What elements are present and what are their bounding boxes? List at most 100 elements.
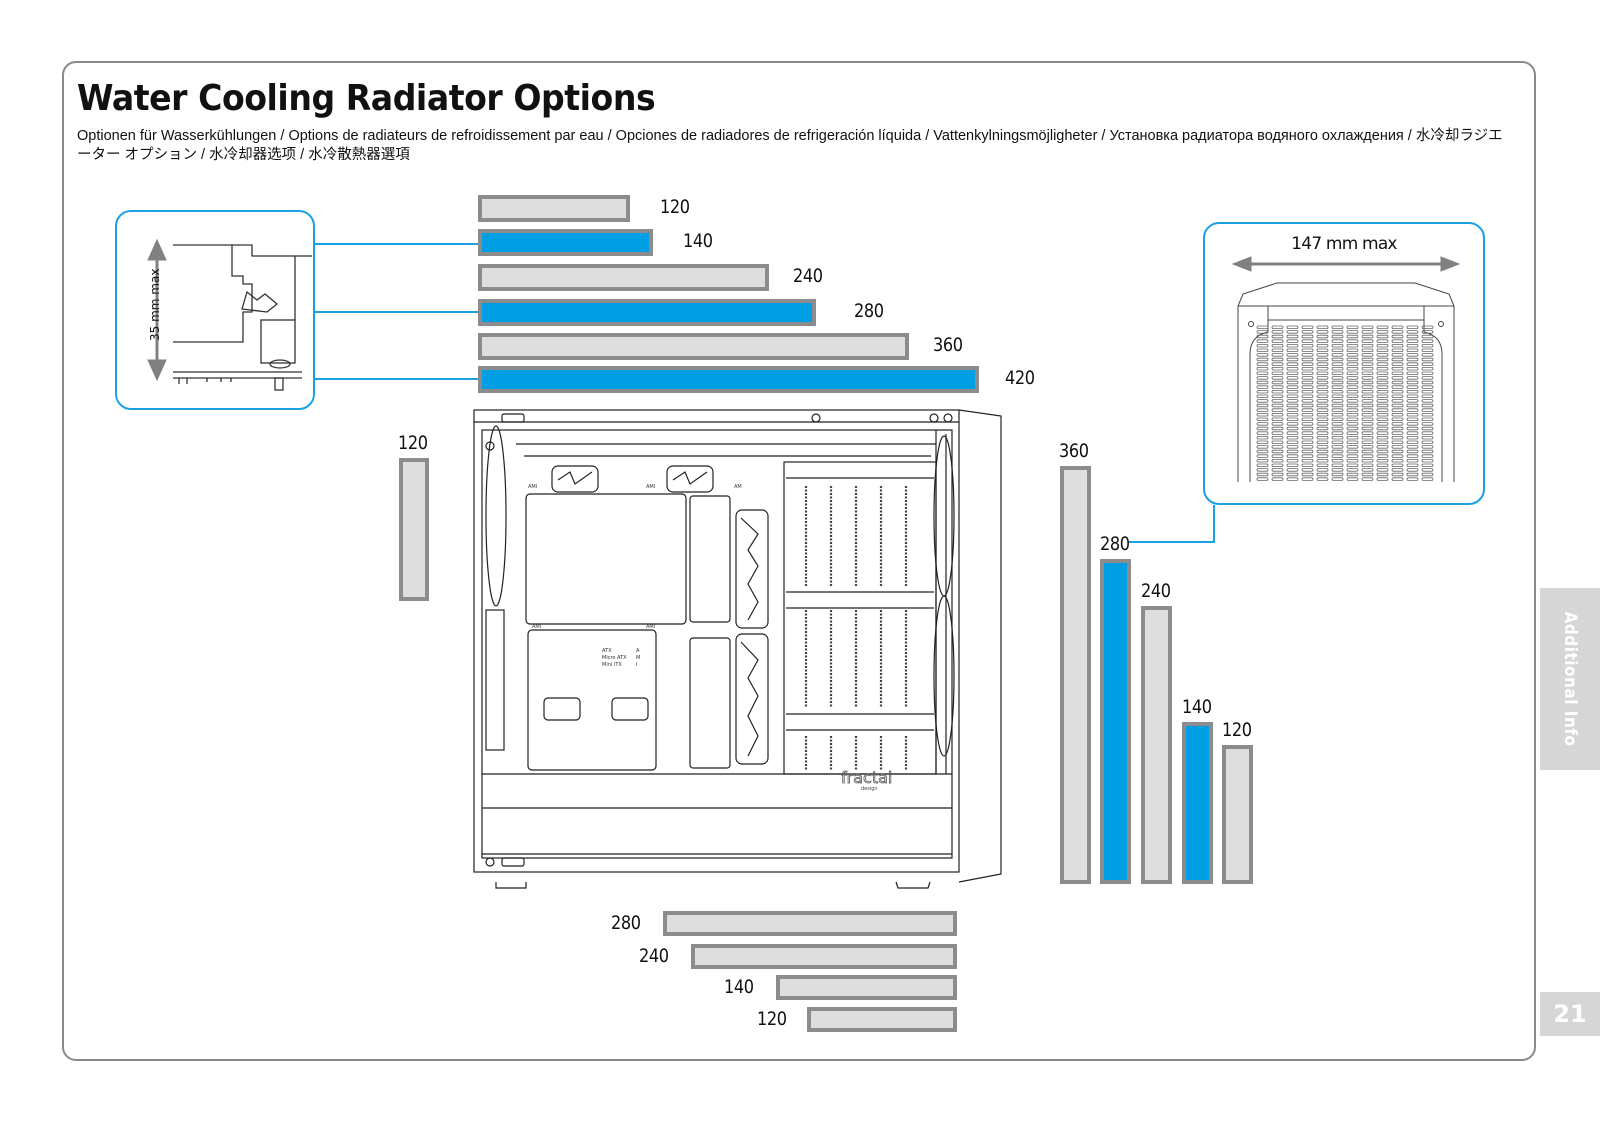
radiator-fin — [1286, 435, 1299, 440]
radiator-fin — [1256, 371, 1269, 375]
radiator-fin — [1316, 435, 1329, 440]
radiator-fin — [1301, 348, 1314, 352]
radiator-fin — [1286, 431, 1299, 435]
radiator-fin — [1331, 339, 1344, 343]
radiator-fin — [1361, 334, 1374, 339]
radiator-fin — [1286, 394, 1299, 398]
radiator-fin — [1301, 334, 1314, 339]
radiator-fin — [1331, 463, 1344, 467]
top-radiator-bar — [478, 229, 653, 256]
radiator-fin — [1391, 344, 1404, 348]
radiator-fin — [1286, 380, 1299, 385]
rear-radiator-label: 120 — [398, 432, 428, 454]
radiator-fin — [1271, 468, 1284, 472]
radiator-fin — [1256, 472, 1269, 477]
radiator-fin — [1331, 408, 1344, 412]
radiator-fin — [1421, 339, 1434, 343]
radiator-fin — [1361, 454, 1374, 458]
connector-line — [315, 311, 480, 313]
radiator-fin — [1316, 468, 1329, 472]
radiator-fin — [1256, 376, 1269, 380]
brand-logo: fractal — [841, 768, 892, 787]
radiator-fin — [1346, 376, 1359, 380]
radiator-fin — [1376, 431, 1389, 435]
radiator-fin — [1271, 403, 1284, 408]
radiator-fin — [1331, 454, 1344, 458]
radiator-fin — [1361, 380, 1374, 385]
radiator-fin — [1346, 449, 1359, 454]
radiator-fin — [1256, 366, 1269, 371]
radiator-fin — [1301, 353, 1314, 357]
radiator-fin — [1271, 348, 1284, 352]
radiator-fin — [1256, 477, 1269, 481]
radiator-fin — [1391, 334, 1404, 339]
radiator-fin — [1256, 389, 1269, 394]
radiator-fin — [1271, 385, 1284, 389]
radiator-fin — [1286, 366, 1299, 371]
radiator-fin — [1376, 463, 1389, 467]
radiator-fin — [1361, 422, 1374, 426]
radiator-fin — [1301, 477, 1314, 481]
radiator-fin — [1376, 344, 1389, 348]
radiator-fin — [1286, 440, 1299, 444]
radiator-fin — [1256, 339, 1269, 343]
radiator-fin — [1391, 389, 1404, 394]
radiator-fin — [1286, 385, 1299, 389]
radiator-fin — [1406, 422, 1419, 426]
radiator-fin — [1376, 449, 1389, 454]
radiator-fin — [1331, 334, 1344, 339]
radiator-fin — [1271, 408, 1284, 412]
radiator-fin — [1376, 376, 1389, 380]
radiator-fin — [1271, 426, 1284, 431]
radiator-fin — [1391, 357, 1404, 362]
radiator-fin — [1391, 362, 1404, 366]
radiator-fin — [1346, 412, 1359, 417]
radiator-fin — [1391, 348, 1404, 352]
radiator-fin — [1316, 403, 1329, 408]
radiator-fin — [1286, 330, 1299, 334]
front-radiator-bar — [1141, 605, 1172, 884]
radiator-fin — [1376, 477, 1389, 481]
radiator-fin — [1301, 371, 1314, 375]
radiator-fin — [1286, 426, 1299, 431]
page-frame — [62, 61, 1536, 1061]
radiator-fin — [1406, 417, 1419, 421]
radiator-fin — [1376, 362, 1389, 366]
radiator-fin — [1376, 380, 1389, 385]
radiator-fin — [1331, 472, 1344, 477]
radiator-fin — [1271, 477, 1284, 481]
radiator-fin — [1331, 477, 1344, 481]
radiator-fin — [1271, 417, 1284, 421]
radiator-fin — [1406, 366, 1419, 371]
mb-label-mitx: Mini ITX — [602, 662, 622, 668]
radiator-fin — [1286, 371, 1299, 375]
section-tab[interactable]: Additional Info — [1540, 588, 1600, 770]
radiator-fin — [1391, 431, 1404, 435]
radiator-fin — [1301, 399, 1314, 403]
page-subtitle: Optionen für Wasserkühlungen / Options d… — [77, 128, 1503, 163]
radiator-fin — [1361, 353, 1374, 357]
radiator-fin — [1331, 412, 1344, 417]
radiator-fin — [1256, 330, 1269, 334]
radiator-fin — [1331, 449, 1344, 454]
radiator-fin — [1421, 366, 1434, 371]
section-tab-label: Additional Info — [1560, 611, 1580, 747]
radiator-fin — [1256, 440, 1269, 444]
radiator-fin — [1316, 344, 1329, 348]
radiator-fin — [1271, 394, 1284, 398]
radiator-fin — [1376, 408, 1389, 412]
front-width-label: 147 mm max — [1291, 234, 1397, 254]
bottom-radiator-label: 240 — [639, 945, 669, 967]
radiator-fin — [1301, 380, 1314, 385]
radiator-fin — [1406, 330, 1419, 334]
radiator-fin — [1286, 417, 1299, 421]
radiator-fin — [1301, 454, 1314, 458]
radiator-fin — [1406, 408, 1419, 412]
radiator-fin — [1271, 353, 1284, 357]
radiator-fin — [1346, 477, 1359, 481]
case-side-drawing: ATX Micro ATX Mini ITX A M I AMI AMI AM … — [473, 409, 1002, 889]
radiator-fin — [1361, 344, 1374, 348]
radiator-fin — [1421, 357, 1434, 362]
radiator-fin — [1331, 376, 1344, 380]
radiator-fin — [1301, 468, 1314, 472]
